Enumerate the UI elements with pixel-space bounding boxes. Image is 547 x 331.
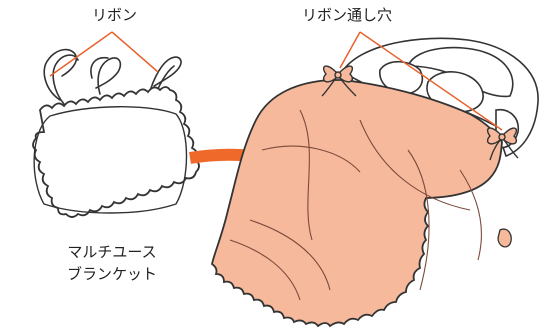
blanket-tag [498,229,511,247]
blanket-label-line2: ブランケット [52,263,172,285]
flat-blanket [33,50,199,217]
ribbon-leader-lines [50,32,158,76]
blanket-label-line1: マルチユース [52,241,172,263]
draped-blanket [212,80,502,326]
ribbon-label: リボン [92,6,137,24]
ribbon-hole-label: リボン通し穴 [302,6,392,24]
blanket-label: マルチユース ブランケット [52,241,172,285]
